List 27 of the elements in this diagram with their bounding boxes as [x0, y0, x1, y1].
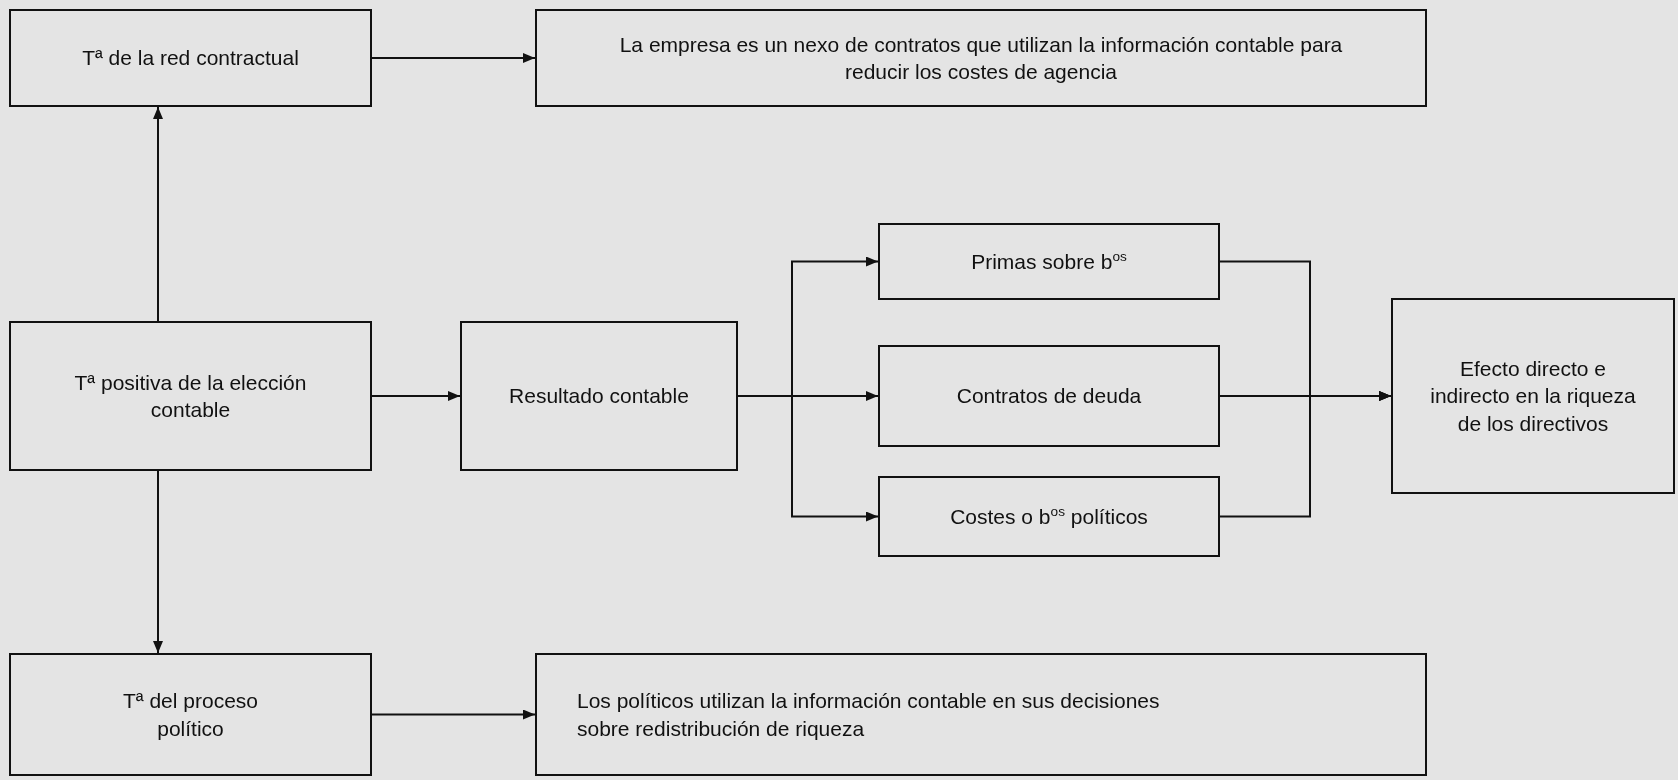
process-box — [9, 653, 372, 776]
box-text: Los políticos utilizan la información contable en sus decisiones sobre redistribución de riqueza — [577, 688, 1161, 742]
arrow — [371, 53, 536, 63]
process-box — [1391, 298, 1675, 494]
box-text: Efecto directo e indirecto en la riqueza de los directivos — [1429, 356, 1637, 437]
process-box — [9, 321, 372, 471]
process-box — [878, 345, 1220, 447]
arrow — [371, 391, 461, 401]
box-text: Tª de la red contractual — [82, 45, 299, 72]
process-box — [878, 476, 1220, 557]
arrow — [737, 395, 879, 522]
arrow — [153, 470, 163, 654]
arrow — [371, 709, 536, 720]
process-box — [535, 9, 1427, 107]
arrow — [153, 106, 163, 322]
box-text: Contratos de deuda — [956, 383, 1142, 410]
arrow — [1219, 391, 1392, 518]
box-text: Tª positiva de la elección contable — [73, 369, 308, 423]
process-box — [878, 223, 1220, 300]
process-box — [460, 321, 738, 471]
process-box — [535, 653, 1427, 776]
box-text: Tª del proceso político — [122, 688, 259, 742]
box-text: Costes o b$^{os}$ políticos — [950, 502, 1148, 530]
box-text: Resultado contable — [509, 383, 689, 410]
process-box — [9, 9, 372, 107]
box-text: Primas sobre b$^{os}$ — [971, 247, 1127, 275]
box-text: La empresa es un nexo de contratos que utilizan la información contable para reducir los costes de agencia — [618, 31, 1344, 85]
